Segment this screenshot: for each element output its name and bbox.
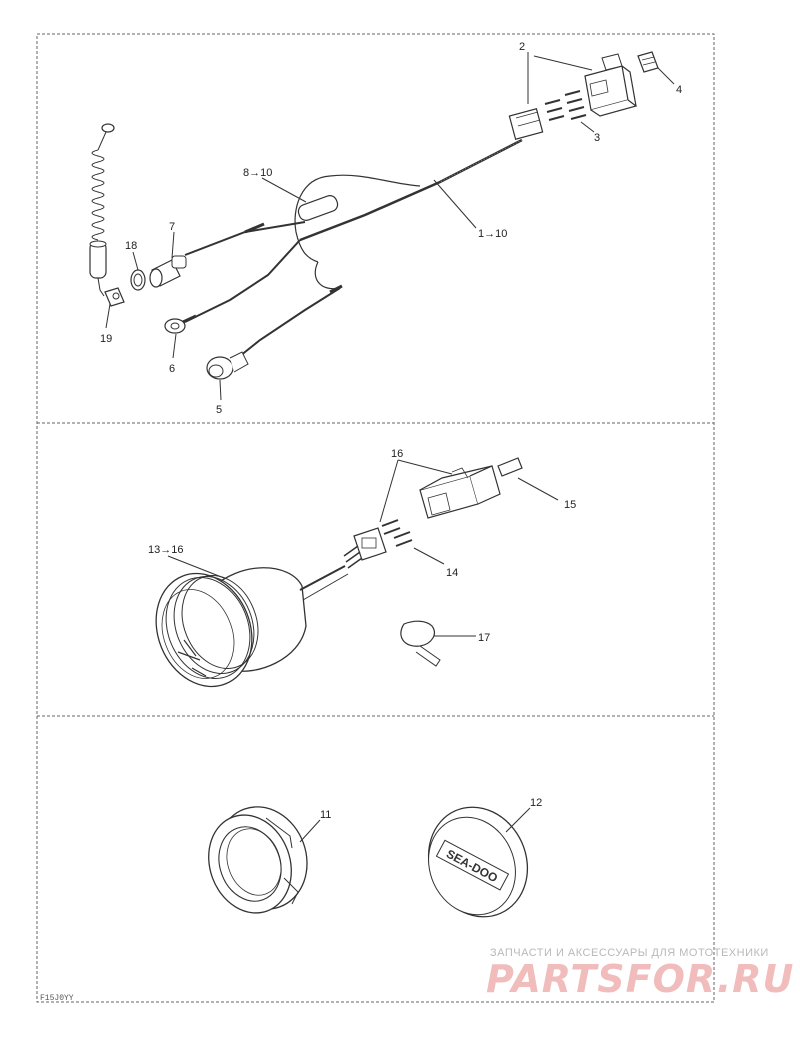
connector-housing — [584, 53, 638, 117]
gauge-wedge — [497, 457, 523, 477]
gauge-pins — [381, 519, 413, 547]
harness-panel: 2 4 3 8→10 1→10 7 18 19 6 5 — [89, 41, 682, 416]
callout-16: 16 — [391, 448, 403, 460]
callout-19: 19 — [100, 333, 112, 345]
callout-3: 3 — [594, 132, 600, 144]
callout-12: 12 — [530, 797, 542, 809]
accessories-panel: SEA-DOO 11 12 — [208, 797, 542, 918]
watermark-logo: PARTSFOR.RU — [486, 957, 794, 1001]
gauge-body — [155, 565, 349, 688]
cable-tie — [400, 620, 441, 667]
callout-5: 5 — [216, 404, 222, 416]
lanyard-clip — [104, 287, 125, 307]
retaining-nut — [130, 269, 146, 291]
cap: SEA-DOO — [427, 806, 529, 918]
switch-button — [206, 351, 249, 380]
callout-17: 17 — [478, 632, 490, 644]
watermark-subtitle: ЗАПЧАСТИ И АКСЕССУАРЫ ДЛЯ МОТОТЕХНИКИ — [490, 947, 769, 959]
callout-18: 18 — [125, 240, 137, 252]
diagram-frame — [36, 33, 715, 1003]
gauge-panel: 16 15 14 13→16 17 — [148, 448, 576, 688]
callout-11: 11 — [320, 809, 331, 821]
harness-sleeve — [297, 195, 339, 221]
callout-4: 4 — [676, 84, 682, 96]
callout-14: 14 — [446, 567, 458, 579]
bezel-ring — [208, 806, 308, 914]
callout-1-to-10: 1→10 — [478, 228, 507, 240]
callout-7: 7 — [169, 221, 175, 233]
start-stop-post — [149, 255, 187, 288]
callout-15: 15 — [564, 499, 576, 511]
gauge-receptacle — [419, 465, 501, 519]
watermark: ЗАПЧАСТИ И АКСЕССУАРЫ ДЛЯ МОТОТЕХНИКИ PA… — [486, 947, 794, 1001]
callout-13-to-16: 13→16 — [148, 544, 183, 556]
gauge-leaders — [167, 459, 559, 637]
gauge-connector — [343, 527, 387, 569]
connector-pins — [544, 90, 587, 121]
lanyard-coil — [89, 123, 115, 297]
main-harness — [184, 138, 523, 361]
callout-6: 6 — [169, 363, 175, 375]
harness-connector — [508, 108, 544, 140]
wedge-lock — [637, 51, 659, 73]
ring-terminal — [164, 314, 197, 334]
harness-leaders — [105, 52, 675, 401]
callout-8-to-10: 8→10 — [243, 167, 272, 179]
figure-code: F15J0YY — [40, 994, 74, 1003]
accessories-leaders — [299, 807, 531, 843]
callout-2: 2 — [519, 41, 525, 53]
